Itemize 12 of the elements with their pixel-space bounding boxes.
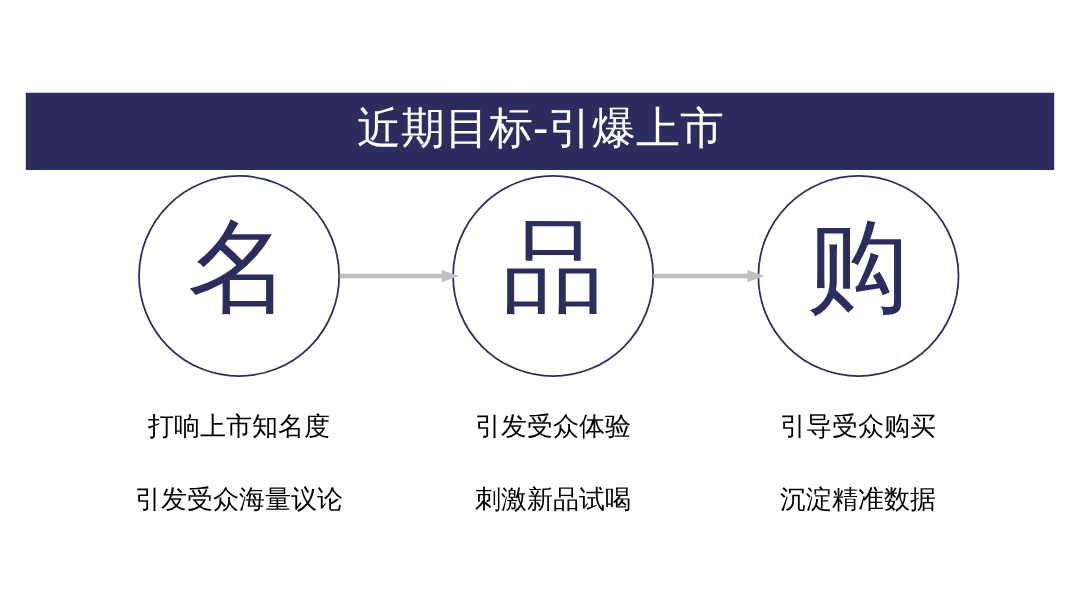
arrow bbox=[339, 269, 460, 282]
diagram-title: 近期目标-引爆上市 bbox=[356, 101, 725, 153]
node-label: 引导受众购买 bbox=[780, 410, 937, 441]
node-label: 刺激新品试喝 bbox=[475, 483, 632, 514]
node-label: 引发受众体验 bbox=[475, 410, 632, 441]
node-circle: 名 bbox=[138, 174, 340, 377]
node-label: 沉淀精准数据 bbox=[780, 483, 937, 514]
node-circle: 购 bbox=[757, 174, 960, 377]
node-label: 打响上市知名度 bbox=[148, 410, 331, 441]
node-label: 引发受众海量议论 bbox=[135, 483, 344, 514]
node-circle: 品 bbox=[452, 174, 655, 377]
arrow bbox=[653, 269, 765, 282]
